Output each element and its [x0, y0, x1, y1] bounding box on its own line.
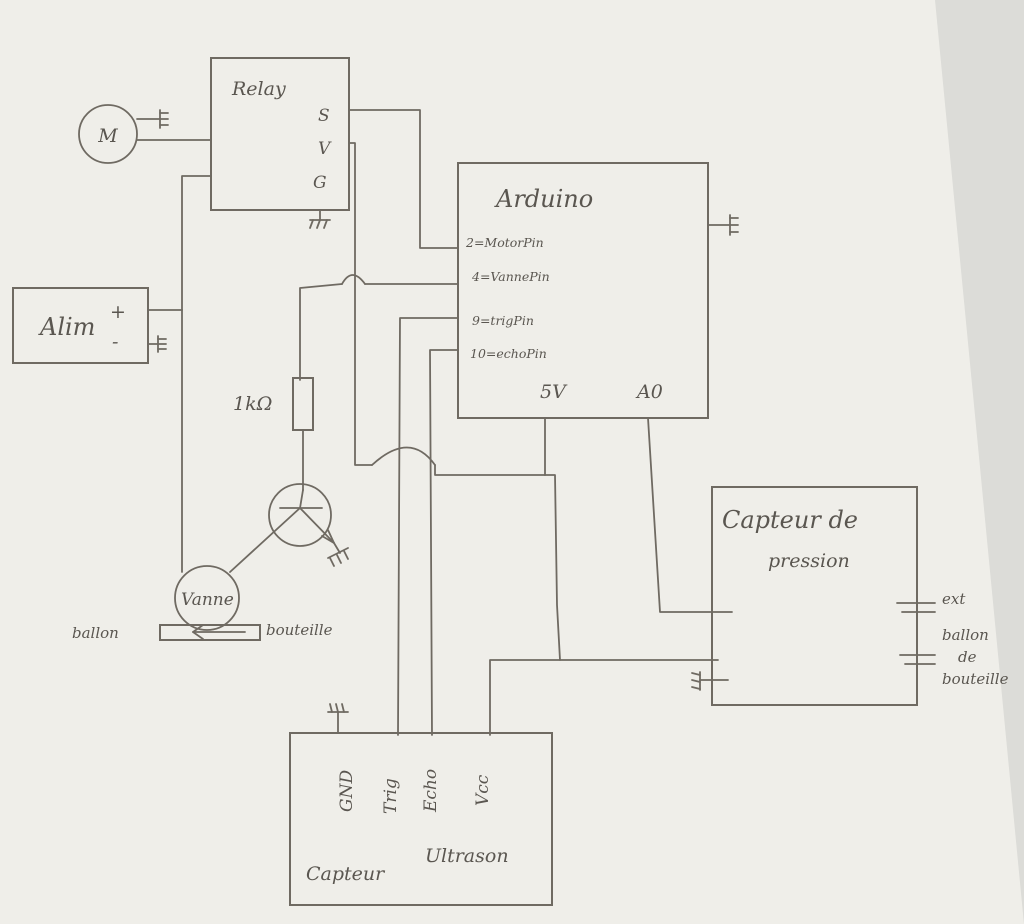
transistor: [229, 483, 335, 573]
ultrasonic-pin-echo: Echo: [421, 769, 441, 813]
ultrasonic-vcc-wire: [489, 659, 561, 736]
resistor: 1kΩ: [233, 377, 314, 491]
pressure-port-line-3: bouteille: [942, 670, 1009, 688]
echopin-wire: [429, 349, 459, 736]
relay-module: Relay S V G: [210, 57, 350, 211]
ultrasonic-title-2: Ultrason: [425, 845, 509, 867]
pressure-title-1: Capteur de: [722, 506, 858, 534]
relay-vcc-wire: [348, 142, 373, 466]
alim-title: Alim: [38, 313, 95, 341]
trigpin-wire: [397, 317, 459, 736]
ground-symbol: [159, 109, 169, 129]
arduino-a0: A0: [635, 381, 663, 403]
relay-pin-s: S: [318, 106, 330, 126]
arduino-pin-9: 9=trigPin: [472, 313, 534, 328]
arduino-pin-10: 10=echoPin: [470, 346, 547, 361]
motor: M: [78, 104, 212, 164]
relay-pin-v: V: [318, 139, 332, 159]
motorpin-wire: [348, 109, 459, 249]
ground-symbol: [707, 214, 739, 236]
arduino-title: Arduino: [494, 185, 593, 213]
arduino-pin-4: 4=VannePin: [471, 269, 550, 284]
pressure-port-line-2: de: [958, 648, 977, 666]
alim-plus: +: [110, 301, 126, 323]
ultrasonic-title-1: Capteur: [306, 863, 386, 885]
ground-symbol: [327, 542, 349, 567]
valve-label: Vanne: [181, 590, 234, 610]
ultrasonic-pin-gnd: GND: [337, 770, 357, 812]
relay-pin-g: G: [313, 173, 327, 193]
pressure-port-line-1: ballon: [942, 626, 989, 644]
arduino-5v: 5V: [540, 381, 568, 403]
motor-symbol: M: [97, 125, 118, 147]
power-supply: Alim + -: [12, 287, 183, 364]
valve: Vanne ballon bouteille: [72, 565, 333, 642]
table-background: [935, 0, 1024, 924]
valve-right-label: bouteille: [266, 621, 333, 639]
ground-symbol: [327, 703, 349, 734]
alim-minus: -: [112, 331, 118, 353]
ultrasonic-sensor: GND Trig Echo Vcc Capteur Ultrason: [289, 732, 553, 906]
pressure-title-2: pression: [768, 550, 850, 572]
supply-wire: [181, 175, 212, 573]
pressure-sensor: Capteur de pression ext ballon de boutei…: [711, 486, 1009, 706]
arduino-board: Arduino 2=MotorPin 4=VannePin 9=trigPin …: [457, 162, 709, 419]
a0-wire: [647, 417, 733, 613]
ultrasonic-pin-vcc: Vcc: [473, 774, 493, 806]
relay-title: Relay: [231, 78, 286, 100]
ground-symbol: [157, 335, 167, 353]
ultrasonic-pin-trig: Trig: [381, 778, 401, 814]
ground-symbol: [309, 209, 331, 229]
ground-symbol: [691, 671, 729, 691]
resistor-value: 1kΩ: [233, 393, 272, 415]
valve-left-label: ballon: [72, 624, 119, 642]
pressure-port-ext: ext: [942, 590, 966, 608]
arduino-pin-2: 2=MotorPin: [465, 235, 544, 250]
